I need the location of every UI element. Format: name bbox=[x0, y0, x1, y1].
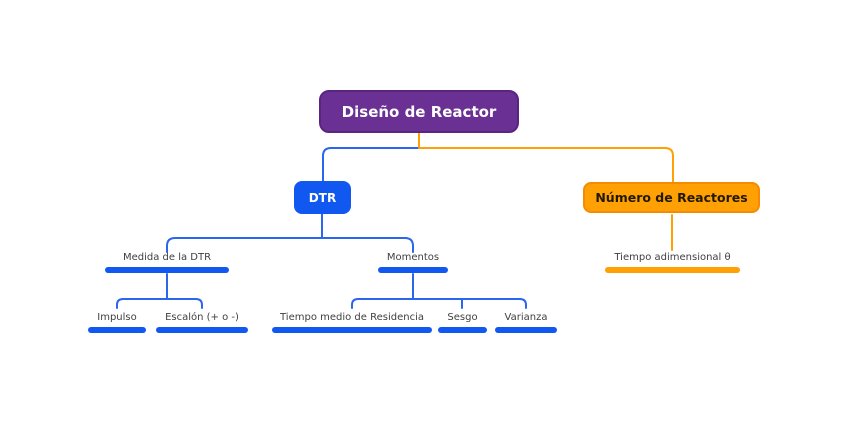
connector-root-to-reactores bbox=[418, 147, 674, 183]
node-varianza[interactable]: Varianza bbox=[495, 311, 557, 333]
node-sesgo[interactable]: Sesgo bbox=[438, 311, 487, 333]
node-medida-dtr[interactable]: Medida de la DTR bbox=[105, 251, 229, 273]
node-impulso-underline bbox=[88, 327, 146, 333]
node-impulso[interactable]: Impulso bbox=[88, 311, 146, 333]
node-varianza-label: Varianza bbox=[504, 312, 548, 323]
node-tiempo-adimensional-label: Tiempo adimensional θ bbox=[614, 252, 731, 263]
node-escalon[interactable]: Escalón (+ o -) bbox=[156, 311, 248, 333]
node-tiempo-medio[interactable]: Tiempo medio de Residencia bbox=[272, 311, 432, 333]
node-reactores-label: Número de Reactores bbox=[595, 190, 748, 205]
node-sesgo-underline bbox=[438, 327, 487, 333]
node-dtr-label: DTR bbox=[308, 190, 337, 205]
connector-root-to-dtr bbox=[322, 147, 420, 182]
node-tiempo-medio-label: Tiempo medio de Residencia bbox=[280, 312, 424, 323]
node-momentos-label: Momentos bbox=[386, 252, 440, 263]
node-varianza-underline bbox=[495, 327, 557, 333]
node-sesgo-label: Sesgo bbox=[447, 312, 478, 323]
node-tiempo-medio-underline bbox=[272, 327, 432, 333]
node-dtr[interactable]: DTR bbox=[294, 181, 351, 214]
node-tiempo-adimensional-underline bbox=[605, 267, 740, 273]
node-root[interactable]: Diseño de Reactor bbox=[319, 90, 519, 133]
node-tiempo-adimensional[interactable]: Tiempo adimensional θ bbox=[605, 251, 740, 273]
node-medida-dtr-underline bbox=[105, 267, 229, 273]
connector-momentos-bracket bbox=[351, 298, 527, 309]
node-medida-dtr-label: Medida de la DTR bbox=[122, 252, 212, 263]
node-reactores[interactable]: Número de Reactores bbox=[583, 182, 760, 213]
node-root-label: Diseño de Reactor bbox=[341, 102, 497, 121]
node-momentos-underline bbox=[378, 267, 448, 273]
node-escalon-label: Escalón (+ o -) bbox=[165, 312, 239, 323]
connector-dtr-bracket bbox=[166, 237, 414, 253]
node-impulso-label: Impulso bbox=[97, 312, 137, 323]
node-momentos[interactable]: Momentos bbox=[378, 251, 448, 273]
connector-medida-bracket bbox=[116, 298, 203, 309]
node-escalon-underline bbox=[156, 327, 248, 333]
